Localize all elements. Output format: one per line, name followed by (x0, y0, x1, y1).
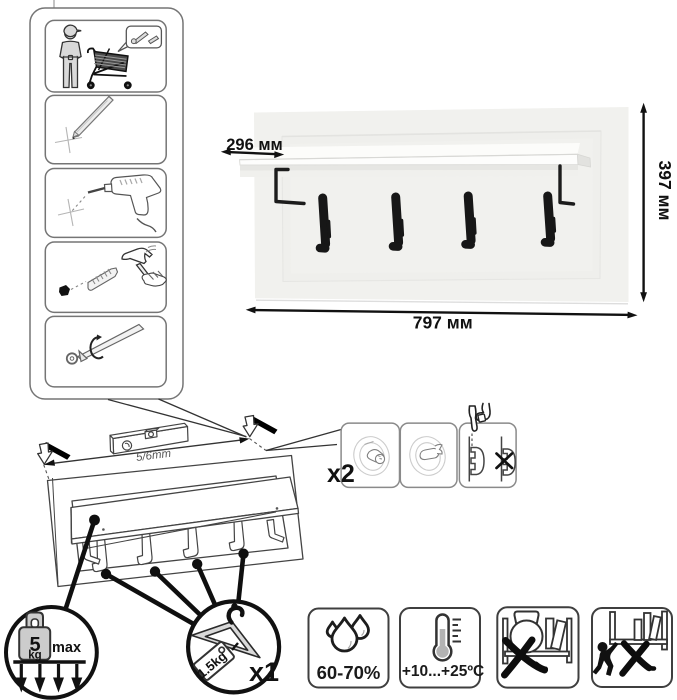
svg-text:+10...+25ºC: +10...+25ºC (402, 663, 484, 680)
svg-text:397 мм: 397 мм (655, 161, 675, 221)
svg-text:max: max (52, 640, 81, 656)
svg-text:5: 5 (29, 634, 40, 656)
svg-text:x1: x1 (249, 657, 279, 687)
svg-text:x2: x2 (327, 460, 355, 488)
svg-text:60-70%: 60-70% (317, 662, 381, 683)
svg-text:kg: kg (28, 650, 41, 662)
svg-text:5/6mm: 5/6mm (135, 448, 172, 464)
svg-text:296 мм: 296 мм (226, 136, 283, 154)
svg-text:797 мм: 797 мм (413, 313, 473, 333)
